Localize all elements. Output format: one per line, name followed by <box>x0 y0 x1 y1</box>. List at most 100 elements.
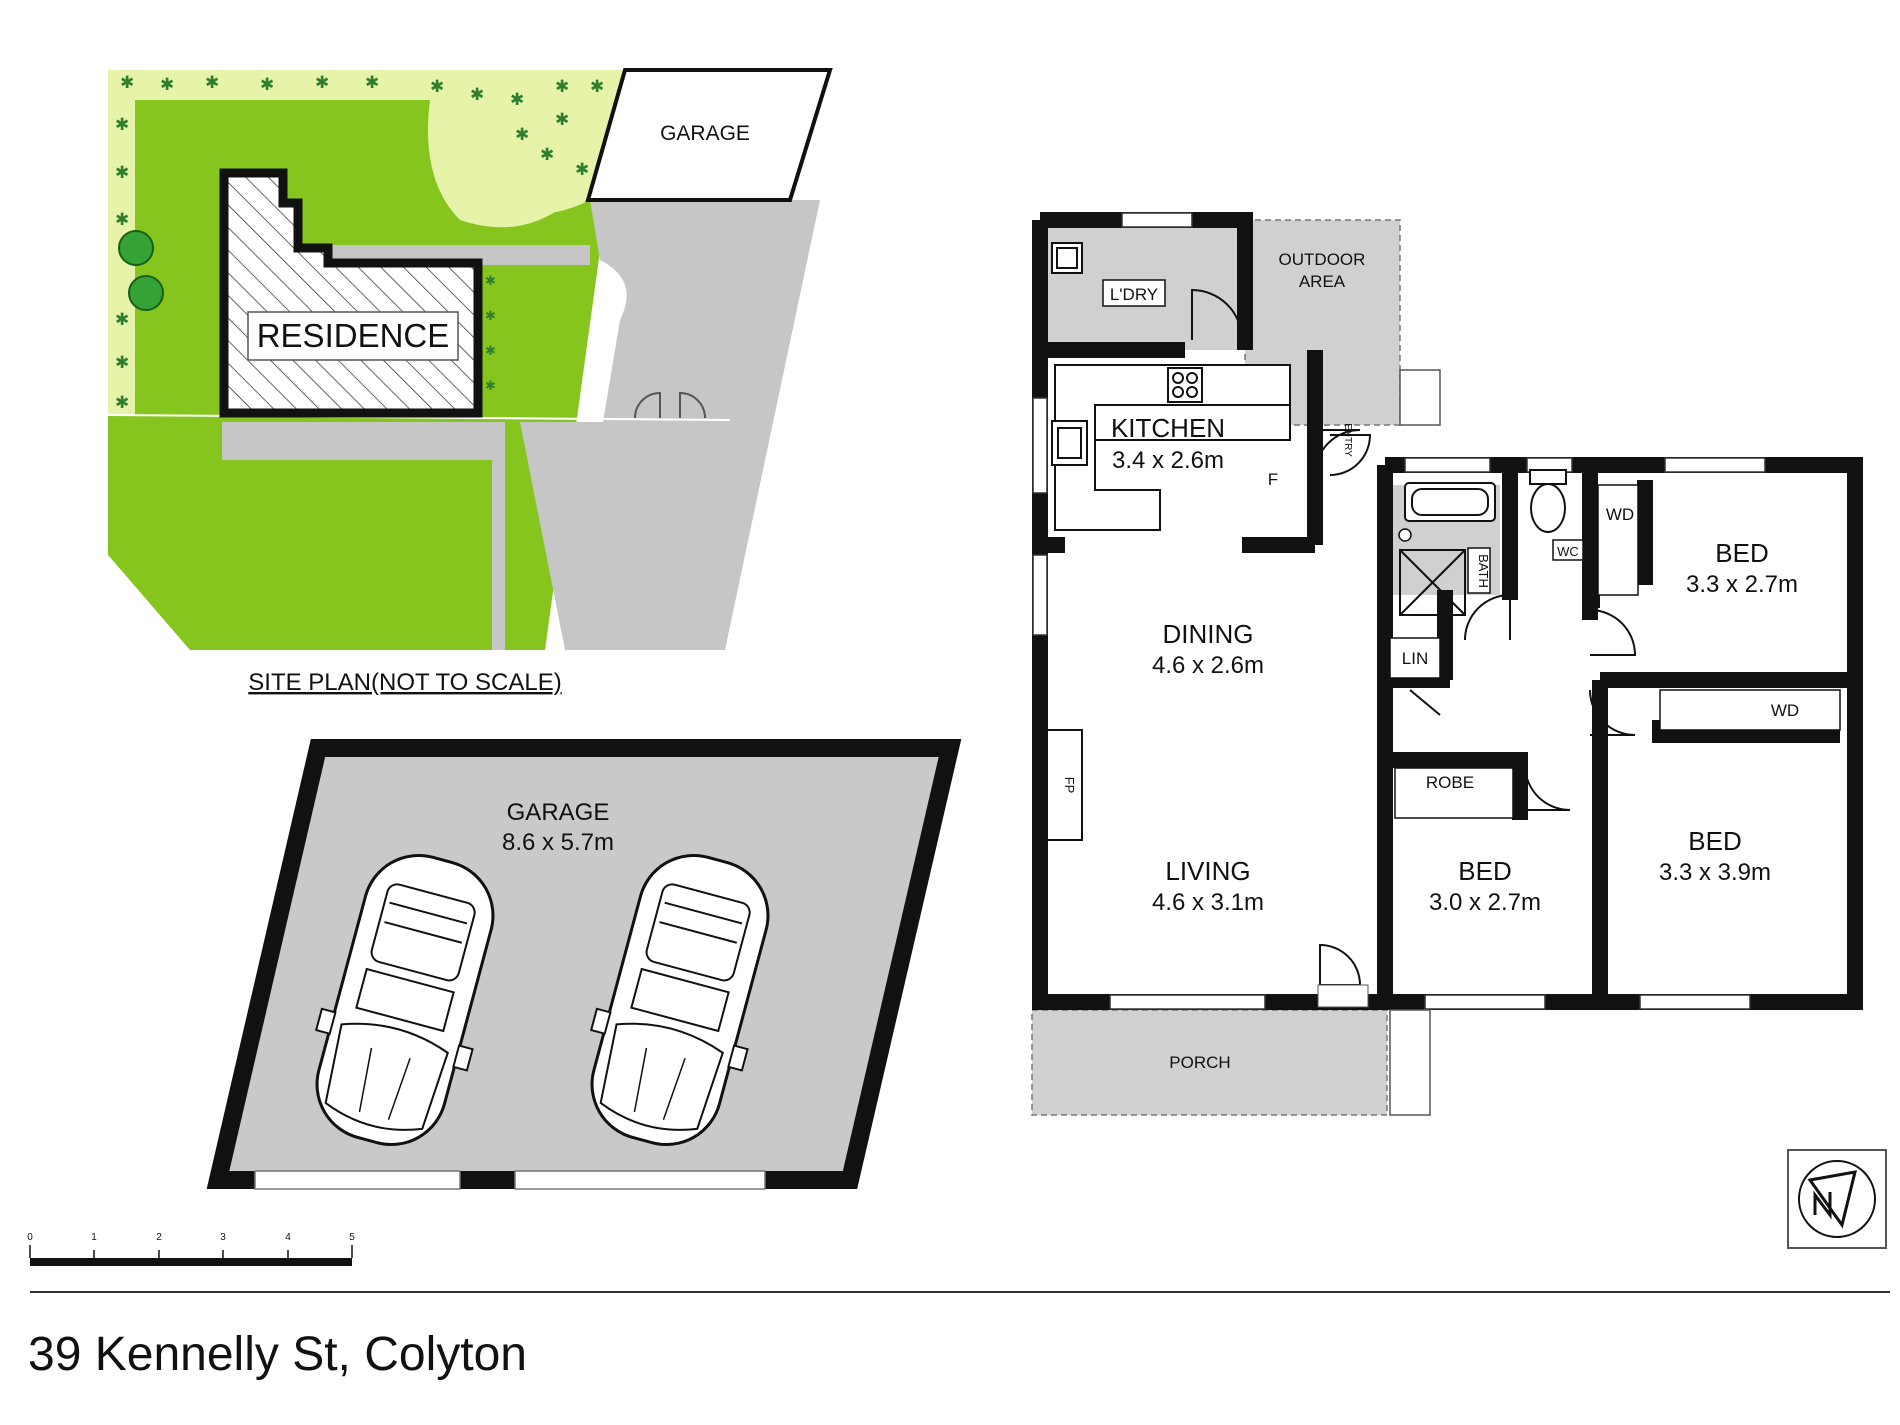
svg-text:✱: ✱ <box>315 73 329 92</box>
fridge-label: F <box>1268 470 1278 489</box>
site-garden-corner <box>458 70 625 214</box>
bath-label-box <box>1467 547 1491 594</box>
bathtub-icon <box>1404 482 1496 522</box>
stove-icon <box>1167 367 1203 403</box>
svg-text:✱: ✱ <box>365 73 379 92</box>
linen-label: LIN <box>1402 649 1428 668</box>
svg-text:✱: ✱ <box>205 73 219 92</box>
address-title: 39 Kennelly St, Colyton <box>28 1328 527 1381</box>
svg-text:✱: ✱ <box>540 145 554 164</box>
svg-text:✱: ✱ <box>485 378 496 393</box>
garage-door-opening-2 <box>514 1170 766 1190</box>
svg-text:✱: ✱ <box>555 110 569 129</box>
scale-tick-label: 0 <box>27 1232 33 1243</box>
bed2-name: BED <box>1688 826 1741 856</box>
svg-text:✱: ✱ <box>120 73 134 92</box>
outdoor-area-label-1: OUTDOOR <box>1279 250 1366 269</box>
bath-basin-icon <box>1398 528 1412 542</box>
svg-text:✱: ✱ <box>555 77 569 96</box>
svg-text:✱: ✱ <box>115 310 129 329</box>
site-garage <box>585 68 833 202</box>
bed2-wardrobe <box>1659 689 1841 731</box>
svg-text:✱: ✱ <box>115 115 129 134</box>
site-front-path <box>222 422 505 650</box>
scale-tick-label: 3 <box>220 1232 226 1243</box>
site-plan: RESIDENCE GARAGE ✱ ✱ ✱ ✱ ✱ ✱ ✱ ✱ ✱ ✱ ✱ ✱… <box>107 68 833 696</box>
svg-text:✱: ✱ <box>590 77 604 96</box>
porch-floor <box>1031 1009 1388 1116</box>
kitchen-dims: 3.4 x 2.6m <box>1112 447 1224 474</box>
svg-text:✱: ✱ <box>115 353 129 372</box>
garage-name: GARAGE <box>507 799 610 826</box>
entry-label: ENTRY <box>1342 423 1353 457</box>
kitchen-bench-top <box>1094 404 1291 441</box>
scale-tick-label: 4 <box>285 1232 291 1243</box>
shrub-icon: ✱ ✱ ✱ ✱ ✱ ✱ ✱ ✱ ✱ ✱ ✱ ✱ ✱ ✱ ✱ ✱ ✱ ✱ ✱ ✱ … <box>115 73 604 412</box>
tree-icon <box>118 230 164 311</box>
car-icon <box>589 853 770 1147</box>
dining-name: DINING <box>1163 619 1254 649</box>
bed3-name: BED <box>1458 856 1511 886</box>
laundry-label-box <box>1102 279 1166 307</box>
outdoor-steps <box>1399 369 1441 426</box>
bed1-wardrobe <box>1597 484 1639 596</box>
svg-text:✱: ✱ <box>115 393 129 412</box>
scale-tick-label: 5 <box>349 1232 355 1243</box>
site-driveway-front <box>520 422 730 650</box>
entry-door-icon <box>1314 429 1361 476</box>
svg-text:✱: ✱ <box>515 125 529 144</box>
porch-steps <box>1389 1009 1431 1116</box>
linen-cupboard <box>1389 637 1441 679</box>
bed3-robe <box>1394 767 1514 819</box>
fireplace-label: FP <box>1062 777 1077 794</box>
site-garage-label: GARAGE <box>660 122 750 145</box>
svg-text:✱: ✱ <box>575 160 589 179</box>
svg-text:✱: ✱ <box>485 343 496 358</box>
living-dims: 4.6 x 3.1m <box>1152 889 1264 916</box>
shower-icon <box>1399 549 1466 616</box>
garage-dims: 8.6 x 5.7m <box>502 829 614 856</box>
house-plan: L'DRY OUTDOOR AREA KITCHEN 3.4 x 2.6m F … <box>1031 212 1863 1116</box>
bed2-dims: 3.3 x 3.9m <box>1659 859 1771 886</box>
svg-text:✱: ✱ <box>485 308 496 323</box>
bed1-dims: 3.3 x 2.7m <box>1686 571 1798 598</box>
residence-label-box <box>247 311 459 361</box>
garage-door-opening <box>254 1170 461 1190</box>
windows <box>1032 212 1766 1010</box>
front-door-step <box>1317 984 1369 1008</box>
bed1-wd-label: WD <box>1606 505 1634 524</box>
bath-label: BATH <box>1476 554 1491 588</box>
kitchen-name: KITCHEN <box>1111 413 1225 443</box>
living-name: LIVING <box>1165 856 1250 886</box>
bed3-dims: 3.0 x 2.7m <box>1429 889 1541 916</box>
fireplace <box>1046 729 1083 841</box>
svg-text:✱: ✱ <box>115 210 129 229</box>
bed1-name: BED <box>1715 538 1768 568</box>
svg-text:✱: ✱ <box>260 75 274 94</box>
garage-plan: GARAGE 8.6 x 5.7m <box>206 739 962 1190</box>
porch-label: PORCH <box>1169 1053 1230 1072</box>
bed2-wd-label: WD <box>1771 701 1799 720</box>
laundry-label: L'DRY <box>1110 285 1158 304</box>
svg-text:✱: ✱ <box>430 77 444 96</box>
svg-text:✱: ✱ <box>115 163 129 182</box>
residence-label: RESIDENCE <box>257 317 450 354</box>
scale-bar: 0 1 2 3 4 5 <box>27 1232 355 1266</box>
toilet-icon <box>1529 469 1567 533</box>
dining-dims: 4.6 x 2.6m <box>1152 652 1264 679</box>
svg-text:✱: ✱ <box>485 273 496 288</box>
svg-text:✱: ✱ <box>510 90 524 109</box>
bed3-robe-label: ROBE <box>1426 773 1474 792</box>
wc-label-box <box>1552 539 1584 561</box>
sink-icon <box>1051 242 1088 466</box>
outdoor-area-label-2: AREA <box>1299 272 1346 291</box>
site-gate-icon <box>634 391 706 419</box>
car-icon <box>314 853 495 1147</box>
scale-tick-label: 2 <box>156 1232 162 1243</box>
wc-label: WC <box>1557 544 1579 559</box>
svg-text:✱: ✱ <box>160 75 174 94</box>
scale-tick-label: 1 <box>91 1232 97 1243</box>
svg-text:✱: ✱ <box>470 85 484 104</box>
north-arrow-icon <box>1787 1149 1887 1249</box>
